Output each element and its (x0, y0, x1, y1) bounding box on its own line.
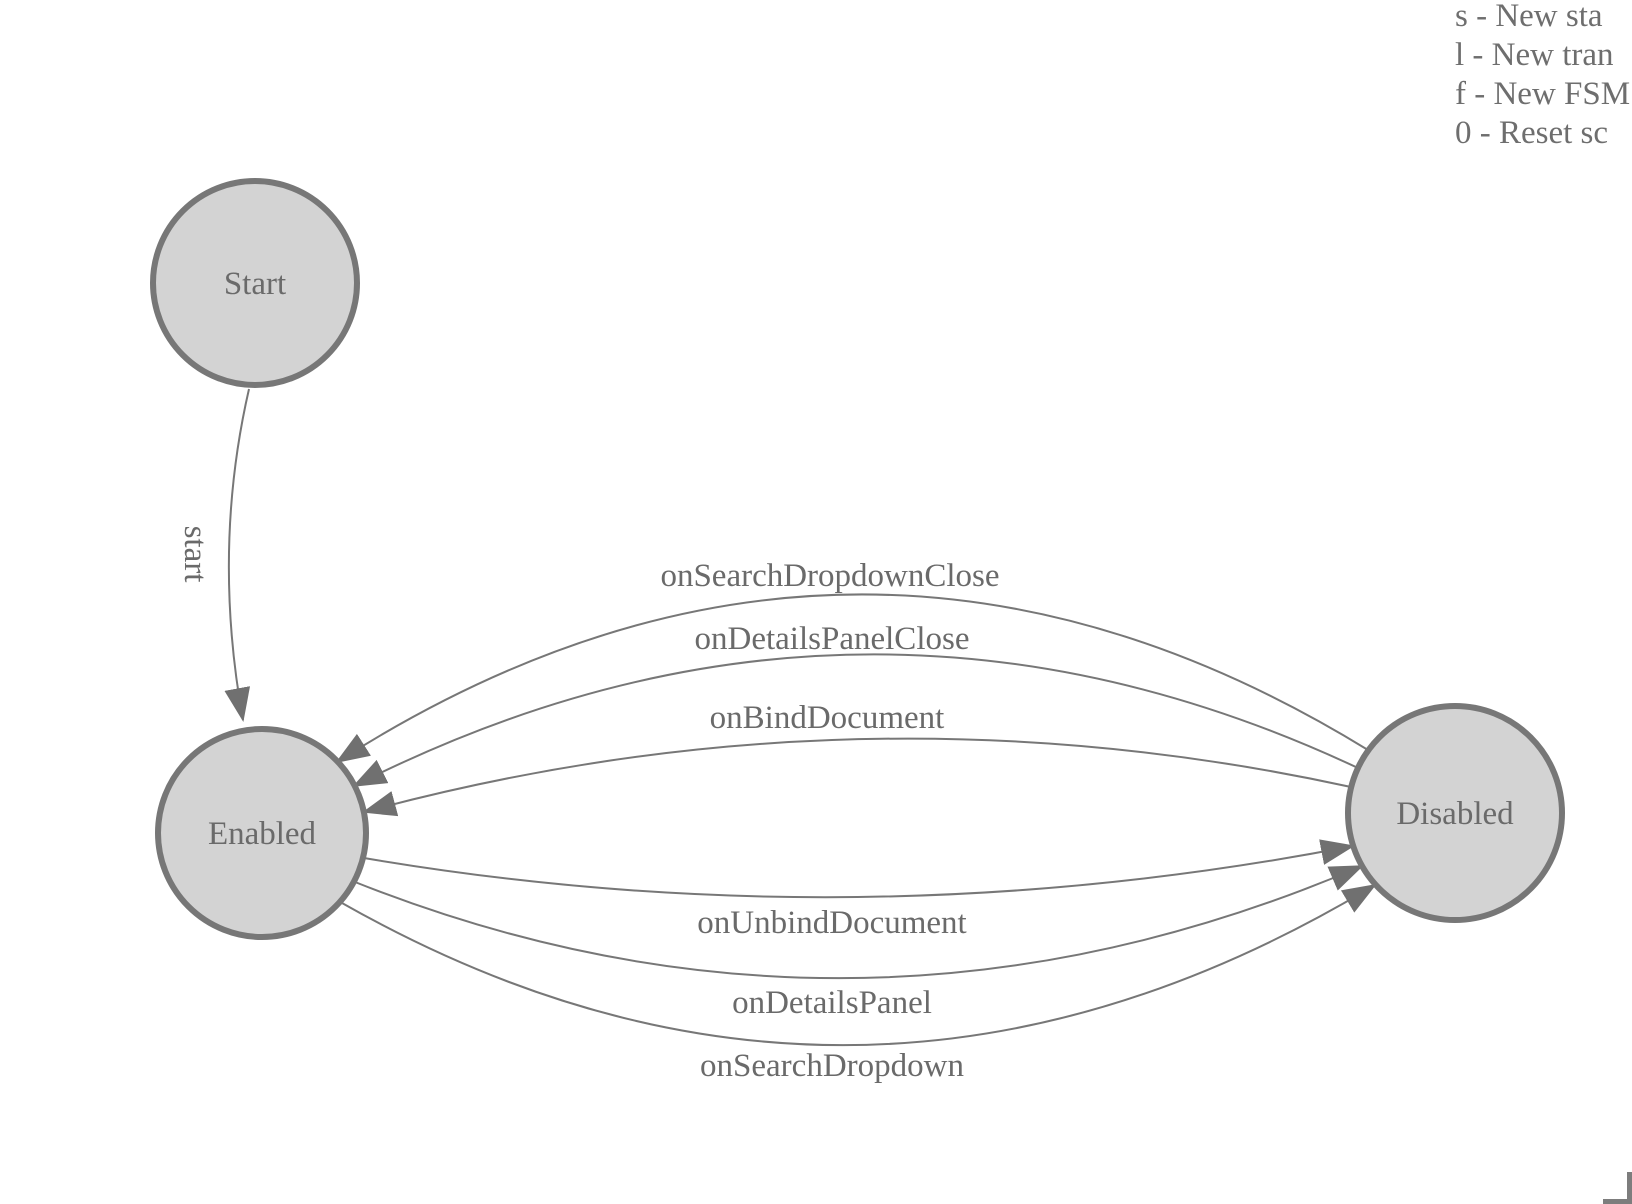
transition-label-onDetailsPanelClose: onDetailsPanelClose (695, 621, 970, 657)
transition-onSearchDropdown[interactable] (341, 883, 1377, 1047)
transition-onBindDocument[interactable] (362, 737, 1352, 817)
transition-label-onBindDocument: onBindDocument (710, 700, 945, 736)
shortcut-legend-line: 0 - Reset sc (1455, 115, 1609, 151)
state-circle-disabled[interactable] (1345, 703, 1565, 923)
canvas-corner (1603, 1172, 1632, 1204)
transition-label-onUnbindDocument: onUnbindDocument (697, 905, 966, 941)
state-circle-start[interactable] (150, 178, 360, 388)
transition-label-onSearchDropdownClose: onSearchDropdownClose (660, 558, 999, 594)
shortcut-legend-line: l - New tran (1455, 37, 1614, 73)
state-node-enabled[interactable]: Enabled (155, 726, 369, 940)
transition-label-onSearchDropdown: onSearchDropdown (700, 1048, 964, 1084)
transition-label-onDetailsPanel: onDetailsPanel (732, 985, 932, 1021)
transition-onSearchDropdownClose[interactable] (335, 593, 1369, 764)
transition-start[interactable] (224, 388, 251, 722)
transition-label-start: start (177, 526, 213, 583)
shortcut-legend-line: s - New sta (1455, 0, 1603, 34)
transition-onDetailsPanelClose[interactable] (352, 653, 1359, 787)
transition-onUnbindDocument[interactable] (363, 839, 1355, 899)
state-node-disabled[interactable]: Disabled (1345, 703, 1565, 923)
transitions-layer (224, 388, 1377, 1047)
transition-onDetailsPanel[interactable] (354, 865, 1364, 980)
state-node-start[interactable]: Start (150, 178, 360, 388)
state-circle-enabled[interactable] (155, 726, 369, 940)
shortcut-legend-line: f - New FSM (1455, 76, 1631, 112)
